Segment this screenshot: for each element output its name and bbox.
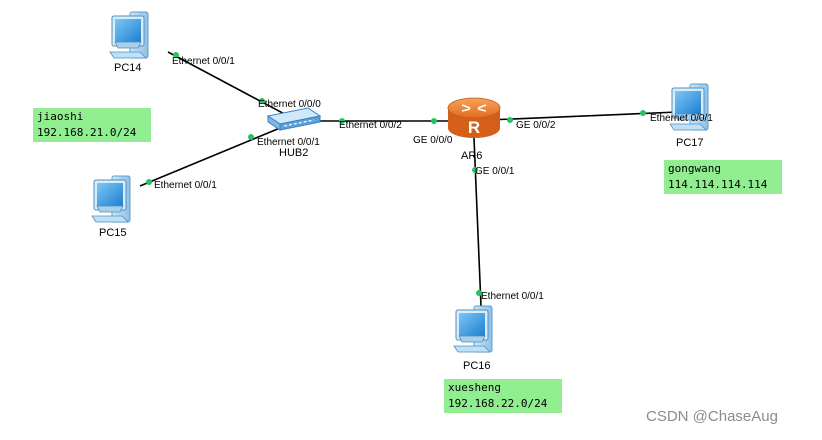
pc16-name: PC16: [463, 360, 491, 372]
pc14-name: PC14: [114, 62, 142, 74]
port-label-hub-1: Ethernet 0/0/1: [257, 137, 320, 148]
note-jiaoshi: jiaoshi 192.168.21.0/24: [33, 108, 151, 142]
router-logo: R: [468, 118, 480, 137]
port-label-pc17: Ethernet 0/0/1: [650, 113, 713, 124]
port-dot-pc15: [146, 179, 152, 185]
port-dot-pc17: [640, 110, 646, 116]
note-jiaoshi-subnet: 192.168.21.0/24: [37, 126, 137, 139]
port-label-hub-2: Ethernet 0/0/2: [339, 120, 402, 131]
port-dot-hub-1: [248, 134, 254, 140]
note-gongwang: gongwang 114.114.114.114: [664, 160, 782, 194]
port-label-hub-0: Ethernet 0/0/0: [258, 99, 321, 110]
port-label-router-ge1: GE 0/0/1: [475, 166, 515, 177]
note-gongwang-title: gongwang: [668, 162, 721, 175]
port-dot-pc14: [173, 52, 179, 58]
hub-icon[interactable]: [266, 107, 322, 131]
port-label-pc14: Ethernet 0/0/1: [172, 56, 235, 67]
port-label-router-ge0: GE 0/0/0: [413, 135, 453, 146]
link-pc15-hub: [139, 127, 281, 187]
link-router-pc17: [487, 111, 679, 121]
note-xuesheng: xuesheng 192.168.22.0/24: [444, 379, 562, 413]
note-xuesheng-subnet: 192.168.22.0/24: [448, 397, 548, 410]
port-label-pc15: Ethernet 0/0/1: [154, 180, 217, 191]
port-dot-hub-0: [259, 98, 265, 104]
pc15-name: PC15: [99, 227, 127, 239]
port-dot-pc16: [476, 290, 482, 296]
hub-name: HUB2: [279, 147, 309, 159]
port-dot-router-ge1: [472, 167, 478, 173]
router-name: AR6: [461, 150, 483, 162]
pc17-name: PC17: [676, 137, 704, 149]
note-xuesheng-title: xuesheng: [448, 381, 501, 394]
link-router-pc16: [473, 137, 482, 307]
port-dot-router-ge0: [431, 118, 437, 124]
router-icon[interactable]: R: [447, 97, 501, 138]
watermark: CSDN @ChaseAug: [646, 408, 778, 425]
port-dot-router-ge2: [507, 117, 513, 123]
port-label-pc16: Ethernet 0/0/1: [481, 291, 544, 302]
pc16-icon[interactable]: [453, 305, 493, 353]
link-pc14-hub: [167, 51, 293, 119]
note-gongwang-subnet: 114.114.114.114: [668, 178, 768, 191]
port-label-router-ge2: GE 0/0/2: [516, 120, 556, 131]
note-jiaoshi-title: jiaoshi: [37, 110, 84, 123]
port-dot-hub-2: [339, 118, 345, 124]
pc14-icon[interactable]: [109, 11, 149, 59]
pc15-icon[interactable]: [91, 175, 131, 223]
